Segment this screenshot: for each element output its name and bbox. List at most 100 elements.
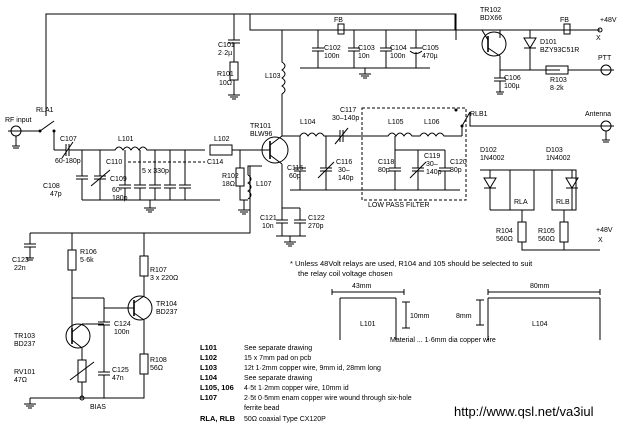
r107-resistor	[139, 255, 149, 277]
tr101-type: BLW96	[250, 131, 273, 138]
c120-value: 80p	[450, 167, 462, 174]
c106-ref: C106	[504, 75, 521, 82]
l104-coil	[282, 132, 340, 137]
svg-text:2·5t 0·5mm enam copper wire wo: 2·5t 0·5mm enam copper wire wound throug…	[244, 395, 412, 402]
r106-ref: R106	[80, 249, 97, 256]
c121-ref: C121	[260, 215, 277, 222]
c116-value2: 140p	[338, 175, 354, 182]
c105-ref: C105	[422, 45, 439, 52]
r108-ref: R108	[150, 357, 167, 364]
lpf-caps	[290, 136, 460, 191]
c119-ref: C119	[424, 153, 440, 160]
c122-ref: C122	[308, 215, 325, 222]
r104-value: 560Ω	[496, 236, 513, 243]
rla1-switch	[39, 120, 55, 132]
rlb1-switch	[461, 111, 471, 127]
r107-value: 3 x 220Ω	[150, 275, 178, 282]
v48b-label: +48V	[596, 227, 613, 234]
c102-ref: C102	[324, 45, 341, 52]
top-rail-wire	[45, 13, 457, 116]
c109-value1: 60-	[112, 187, 123, 194]
r107-ref: R107	[150, 267, 167, 274]
svg-text:15 x 7mm pad on pcb: 15 x 7mm pad on pcb	[244, 355, 311, 362]
c108-value: 47p	[50, 191, 62, 198]
c118-value: 80p	[378, 167, 390, 174]
c102-value: 100n	[324, 53, 340, 60]
source-url: http://www.qsl.net/va3iul	[454, 404, 594, 419]
rla-label: RLA	[514, 199, 528, 206]
c120-ref: C120	[450, 159, 467, 166]
low-pass-filter-box	[361, 107, 467, 201]
c106-value: 100µ	[504, 83, 520, 90]
d103-ref: D103	[546, 147, 563, 154]
r108-value: 56Ω	[150, 365, 163, 372]
svg-text:L107: L107	[200, 393, 217, 402]
tr104-ref: TR104	[156, 301, 177, 308]
d102-ref: D102	[480, 147, 497, 154]
svg-text:4·5t 1·2mm copper wire, 10mm i: 4·5t 1·2mm copper wire, 10mm id	[244, 385, 349, 392]
c118-ref: C118	[378, 159, 394, 166]
svg-text:L103: L103	[200, 363, 217, 372]
l101-dimension-drawing	[331, 289, 410, 340]
c115-value: 60p	[289, 173, 301, 180]
l104-dimension-drawing	[476, 289, 601, 340]
tr101-ref: TR101	[250, 123, 271, 130]
r106-resistor	[67, 249, 77, 271]
l103-coil	[281, 30, 286, 102]
d101-ref: D101	[540, 39, 557, 46]
c123-value: 22n	[14, 265, 26, 272]
l105-label: L105	[388, 119, 404, 126]
l104-len: 80mm	[530, 283, 550, 290]
svg-text:50Ω coaxial Type CX120P: 50Ω coaxial Type CX120P	[244, 416, 326, 423]
r104-ref: R104	[496, 228, 513, 235]
tr103-type: BD237	[14, 341, 36, 348]
tr103-transistor	[65, 323, 91, 349]
decoupling-caps	[300, 30, 430, 79]
svg-text:L105, 106: L105, 106	[200, 383, 234, 392]
r101-ref: R101	[217, 71, 234, 78]
svg-text:ferrite bead: ferrite bead	[244, 405, 280, 412]
svg-text:See separate drawing: See separate drawing	[244, 345, 312, 352]
c121-c122	[276, 208, 306, 247]
antenna-label: Antenna	[585, 111, 611, 118]
d103-type: 1N4002	[546, 155, 571, 162]
r108-resistor	[139, 353, 149, 375]
c125-value: 47n	[112, 375, 124, 382]
l107-coil	[247, 174, 252, 200]
tr102-type: BDX66	[480, 15, 502, 22]
fb2-bead	[563, 23, 571, 35]
tr102-ref: TR102	[480, 7, 501, 14]
c122-value: 270p	[308, 223, 324, 230]
d102-type: 1N4002	[480, 155, 505, 162]
c105-value: 470µ	[422, 53, 438, 60]
svg-text:See separate drawing: See separate drawing	[244, 375, 312, 382]
c116-value1: 30–	[338, 167, 350, 174]
fb1-label: FB	[334, 17, 343, 24]
r106-value: 5·6k	[80, 257, 94, 264]
r103-value: 8·2k	[550, 85, 564, 92]
l101-label: L101	[118, 136, 134, 143]
c103-value: 10n	[358, 53, 370, 60]
tr102-transistor	[481, 31, 507, 57]
x2-label: X	[598, 237, 603, 244]
svg-text:L101: L101	[200, 343, 217, 352]
parts-table: L101 See separate drawing L102 15 x 7mm …	[200, 343, 412, 423]
c117-ref: C117	[340, 107, 356, 114]
c121-value: 10n	[262, 223, 274, 230]
bias-label: BIAS	[90, 404, 106, 411]
r105-resistor	[559, 221, 569, 243]
r103-ref: R103	[550, 77, 567, 84]
r102-value: 18Ω	[222, 181, 235, 188]
c109-ref: C109	[110, 176, 127, 183]
l104-height: 8mm	[456, 313, 472, 320]
c124-value: 100n	[114, 329, 130, 336]
rla1-label: RLA1	[36, 107, 54, 114]
d101-type: BZY93C51R	[540, 47, 579, 54]
c110-label: C110	[106, 159, 122, 166]
l107-label: L107	[256, 181, 272, 188]
l101-coil	[100, 146, 205, 151]
r102-ref: R102	[222, 173, 239, 180]
svg-text:L104: L104	[200, 373, 218, 382]
